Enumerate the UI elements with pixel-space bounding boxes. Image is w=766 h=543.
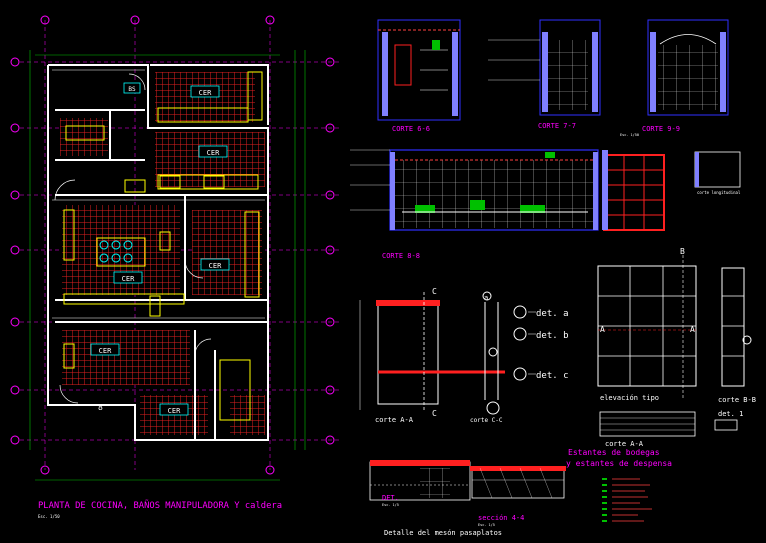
label-det-b: det. b <box>536 331 569 341</box>
section-label-6-6: CORTE 6-6 <box>392 125 430 133</box>
detail-label: corte longitudinal <box>697 190 741 195</box>
marker-a-right: A <box>690 325 695 334</box>
door-swings <box>54 73 212 404</box>
plan-title: PLANTA DE COCINA, BAÑOS MANIPULADORA Y c… <box>38 500 282 511</box>
counter-detail: DET. Esc. 1/5 sección 4-4 Esc. 1/5 Detal… <box>369 460 566 537</box>
section-label-8-8: CORTE 8-8 <box>382 252 420 260</box>
label-corte-a-a: corte A-A <box>375 416 414 424</box>
label-corte-a-a-lower: corte A-A <box>605 440 644 448</box>
marker-c-top: C <box>432 287 437 296</box>
plan-dimensions <box>29 50 306 481</box>
label-corte-c-c: corte C-C <box>470 417 503 424</box>
room-tag-boiler: CER <box>168 407 181 415</box>
dimension-mark: 8 <box>98 403 103 412</box>
room-tags: BS CER CER CER CER CER <box>90 82 230 416</box>
shelf-section-a-a-lower: corte A-A det. 1 <box>599 410 743 448</box>
walls <box>47 64 269 441</box>
shelf-details: C C corte A-A a corte C-C det. a det. b … <box>359 247 756 522</box>
wall-infill <box>52 69 265 319</box>
room-tag-a: BS <box>128 86 136 93</box>
marker-a-left: A <box>600 325 605 334</box>
plan-scale: Esc. 1/50 <box>38 514 60 519</box>
section-8-8: corte longitudinal CORTE 8-8 <box>350 149 741 260</box>
room-floor-bath-a <box>60 118 108 156</box>
shelf-elevation: B A A elevación tipo <box>597 247 697 402</box>
section-scale: Esc. 1/50 <box>620 133 639 137</box>
grid-bubbles <box>10 15 335 475</box>
marker-a: a <box>484 294 488 302</box>
marker-c-bottom: C <box>432 409 437 418</box>
section-7-7: CORTE 7-7 <box>488 19 601 130</box>
room-tag-pantry: CER <box>199 89 212 97</box>
shelf-section-b-b: corte B-B <box>718 267 756 404</box>
room-tag-dining: CER <box>99 347 112 355</box>
label-det-1: det. 1 <box>718 410 743 418</box>
section-label-9-9: CORTE 9-9 <box>642 125 680 133</box>
room-floor-wash <box>192 210 262 295</box>
room-tag-wash: CER <box>209 262 222 270</box>
counter-title: Detalle del mesón pasaplatos <box>384 529 502 537</box>
shelf-section-c-c: a corte C-C det. a det. b det. c <box>470 291 569 424</box>
label-corte-b-b: corte B-B <box>718 396 756 404</box>
counter-section-scale: Esc. 1/5 <box>478 523 495 527</box>
section-6-6: CORTE 6-6 <box>377 19 461 133</box>
room-floor-dining <box>62 330 190 385</box>
shelves-title-line1: Estantes de bodegas <box>568 448 660 457</box>
counter-det-label: DET. <box>382 494 399 502</box>
marker-b: B <box>680 247 685 256</box>
shelf-section-a-a: C C corte A-A <box>359 287 505 424</box>
label-elevation: elevación tipo <box>600 394 659 402</box>
stove-burners <box>99 240 133 263</box>
label-det-a: det. a <box>536 309 569 319</box>
room-tag-main: CER <box>122 275 135 283</box>
section-label-7-7: CORTE 7-7 <box>538 122 576 130</box>
counter-det-scale: Esc. 1/5 <box>382 503 399 507</box>
shelves-title-line2: y estantes de despensa <box>566 459 672 468</box>
fixtures <box>63 71 263 421</box>
room-tag-prep: CER <box>207 149 220 157</box>
label-det-c: det. c <box>536 371 569 381</box>
sections-top: CORTE 6-6 CORTE 7-7 CORTE 9-9 Esc. 1/50 <box>377 19 729 137</box>
room-floor-prep <box>155 132 265 187</box>
legend-block <box>602 478 652 522</box>
counter-section-label: sección 4-4 <box>478 514 524 522</box>
floor-plan: BS CER CER CER CER CER <box>10 15 340 519</box>
room-floor-storage <box>230 395 265 435</box>
section-9-9: CORTE 9-9 <box>642 19 729 133</box>
